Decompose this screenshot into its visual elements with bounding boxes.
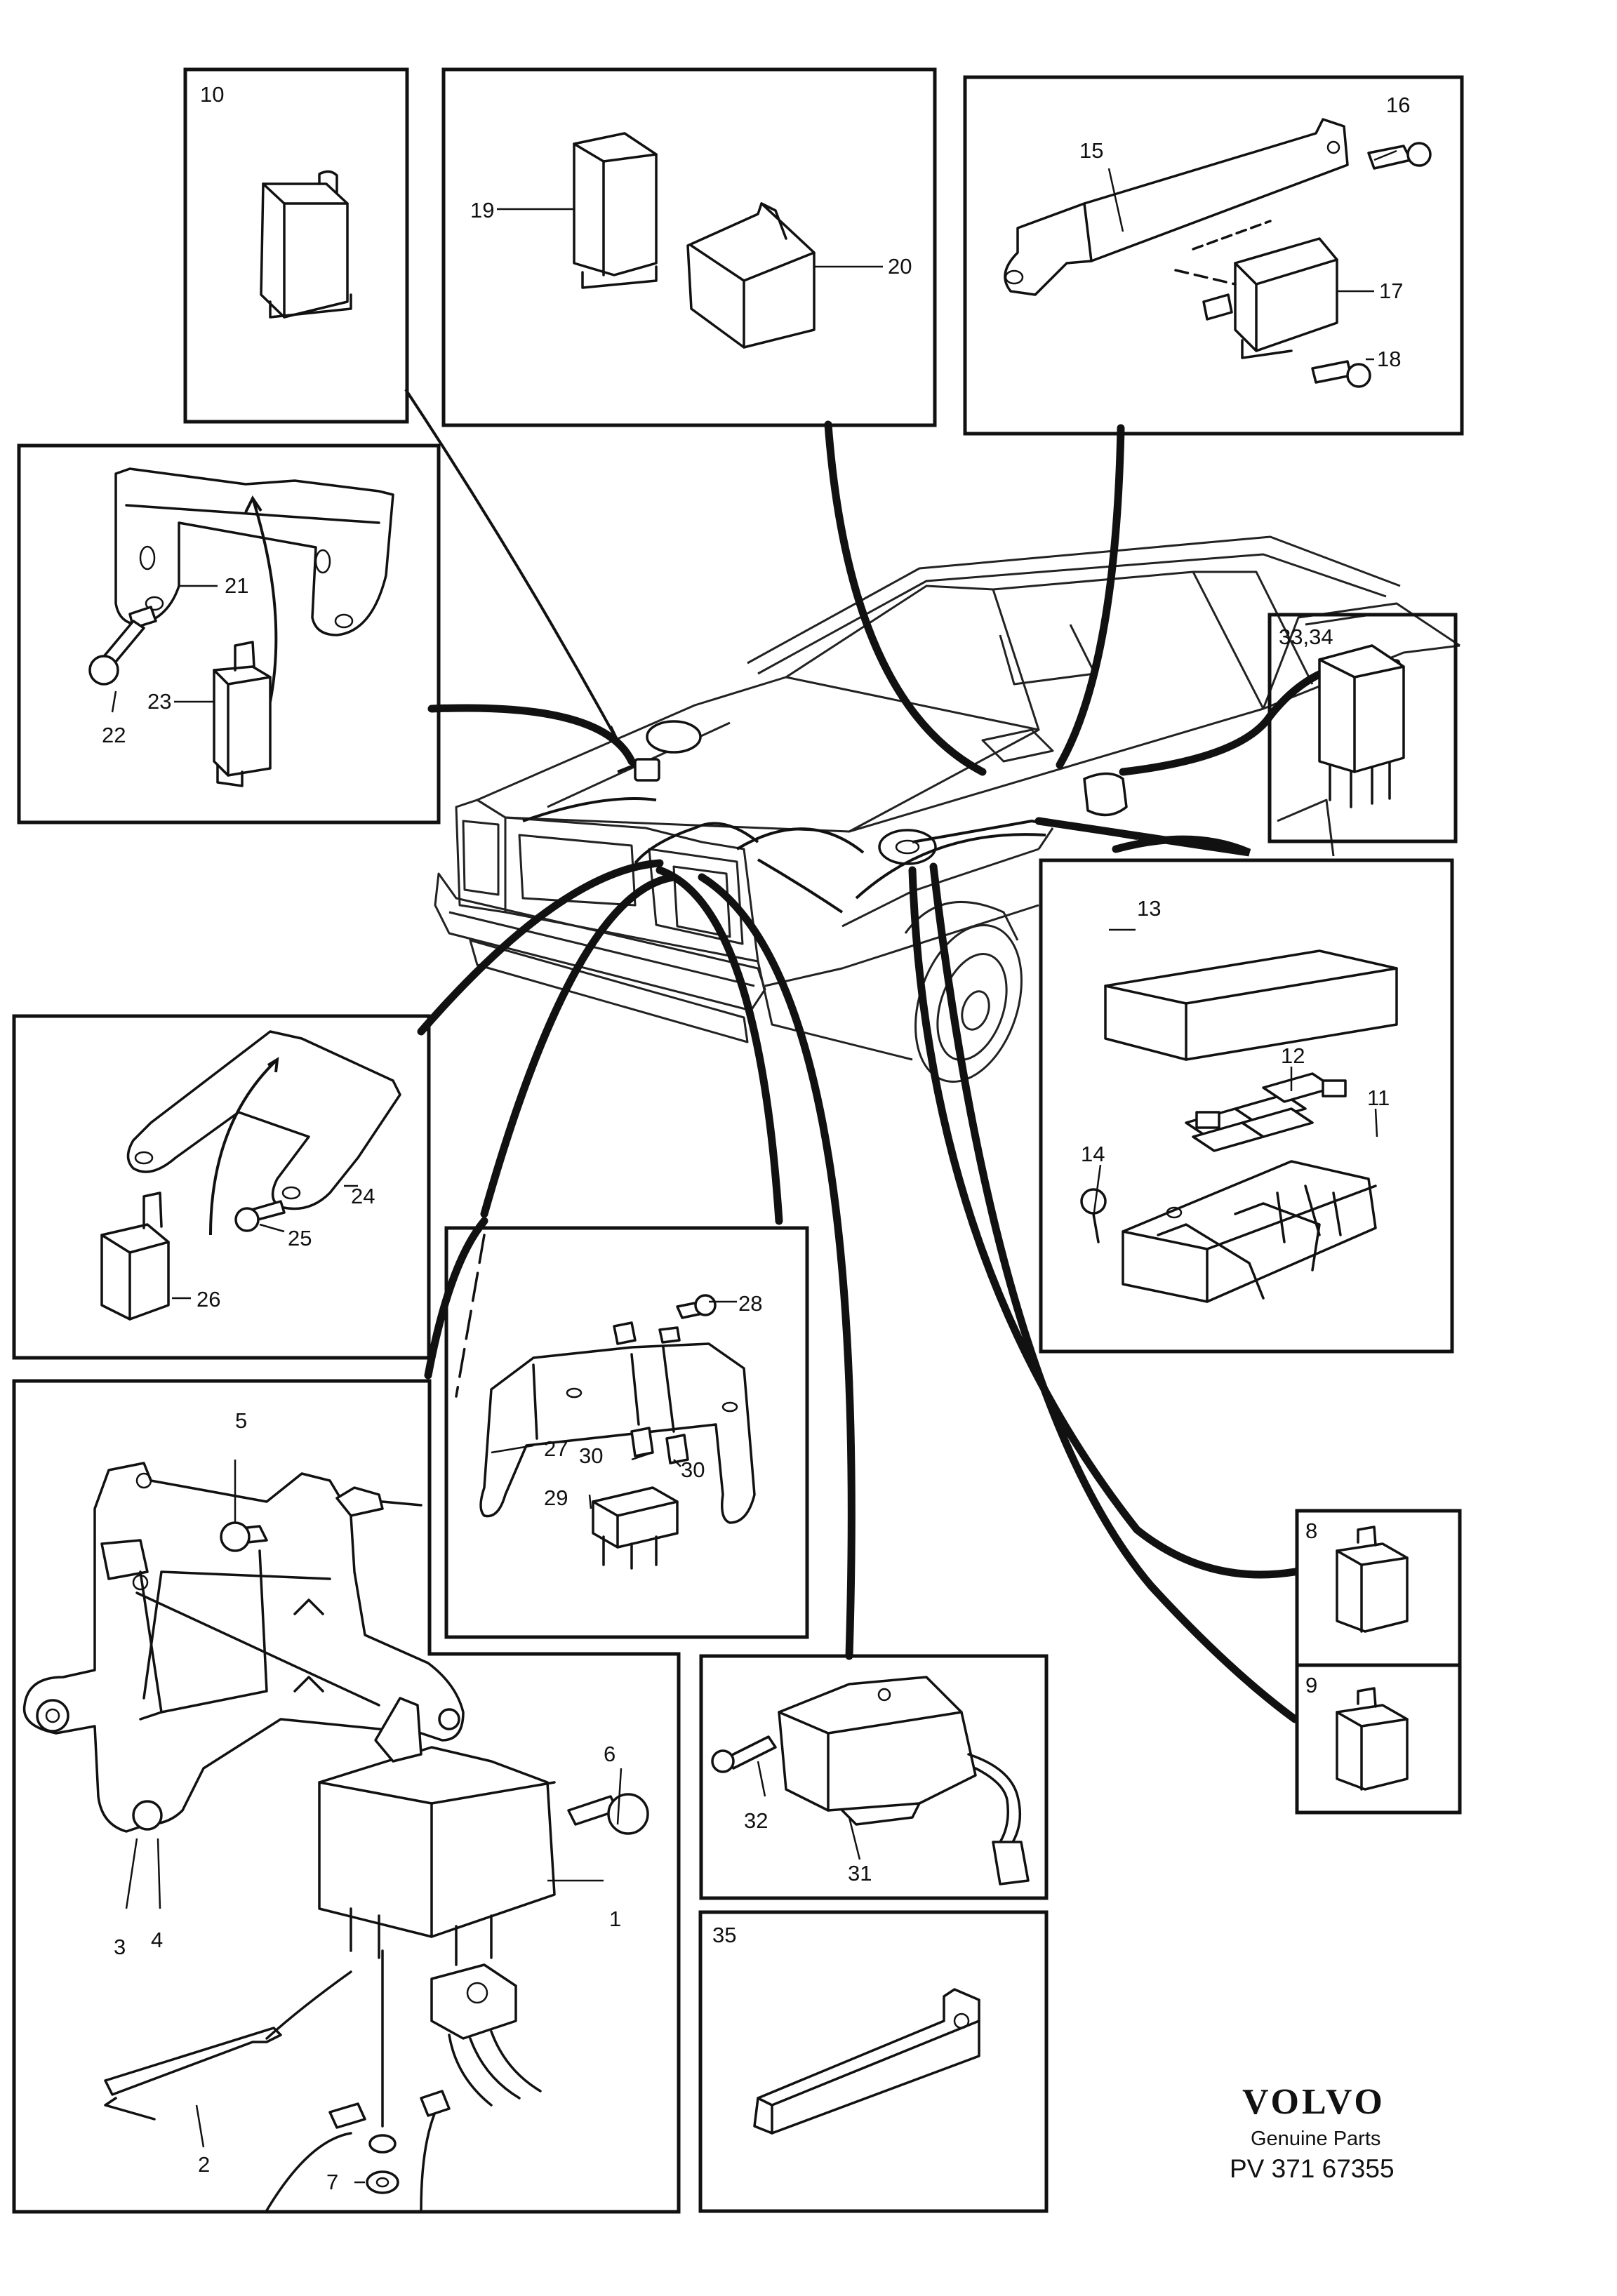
callout-3334: 33,34 (1279, 625, 1333, 649)
callout-1: 1 (609, 1907, 621, 1931)
callout-17: 17 (1379, 279, 1403, 303)
callout-4: 4 (151, 1928, 163, 1952)
callout-8: 8 (1305, 1519, 1317, 1543)
callout-22: 22 (102, 723, 126, 747)
callout-10: 10 (200, 82, 224, 107)
panel-33-34 (1267, 613, 1458, 843)
volvo-logo: VOLVO (1242, 2082, 1385, 2122)
callout-labels: 10 19 20 15 16 17 18 21 23 22 33,34 13 1… (102, 82, 1410, 2194)
fuse-box-11-14-drawing (1080, 949, 1398, 1303)
bracket-24-and-relay-26-drawing (100, 1030, 401, 1321)
callout-27: 27 (544, 1436, 568, 1461)
callout-21: 21 (225, 573, 248, 598)
callout-6: 6 (604, 1742, 615, 1766)
callout-29: 29 (544, 1486, 568, 1510)
callout-35: 35 (712, 1923, 736, 1947)
panel-9 (1295, 1663, 1462, 1815)
genuine-parts-label: Genuine Parts (1251, 2128, 1380, 2150)
callout-26: 26 (197, 1287, 220, 1311)
panel-19-20 (441, 67, 937, 427)
callout-15: 15 (1079, 138, 1103, 163)
bracket-27-and-relay-29-drawing (455, 1234, 756, 1570)
relay-33-34-drawing (1318, 644, 1405, 808)
relay-10-drawing (260, 170, 352, 319)
callout-13: 13 (1137, 896, 1161, 921)
volvo-branding: VOLVO Genuine Parts PV 371 67355 (1230, 2082, 1395, 2183)
document-code: PV 371 67355 (1230, 2154, 1395, 2183)
callout-11: 11 (1367, 1086, 1390, 1110)
panel-21-23 (17, 443, 441, 825)
callout-3: 3 (114, 1935, 126, 1959)
panel-1-7 (12, 1379, 681, 2214)
callout-30b: 30 (681, 1457, 705, 1482)
callout-18: 18 (1377, 347, 1401, 371)
callout-32: 32 (744, 1808, 768, 1833)
bracket-and-relay-1-7-drawing (22, 1462, 649, 2212)
relay-8-drawing (1336, 1526, 1409, 1633)
relay-19-and-holder-20-drawing (573, 132, 816, 349)
callout-7: 7 (326, 2170, 338, 2194)
callout-16: 16 (1386, 93, 1410, 117)
callout-24: 24 (351, 1184, 375, 1208)
callout-31: 31 (848, 1861, 872, 1885)
panel-10 (183, 67, 409, 424)
callout-12: 12 (1281, 1043, 1305, 1068)
panel-15-18 (963, 75, 1464, 436)
callout-2: 2 (198, 2152, 210, 2177)
panel-24-26 (12, 1014, 431, 1360)
callout-20: 20 (888, 254, 912, 279)
callout-23: 23 (147, 689, 171, 714)
callout-leader-lines (111, 149, 1397, 2184)
panel-27-30 (444, 1226, 809, 1639)
relay-9-drawing (1336, 1687, 1409, 1791)
bracket-35-drawing (753, 1988, 980, 2135)
panel-35 (698, 1910, 1049, 2213)
panel-31-32 (699, 1654, 1049, 1900)
callout-28: 28 (738, 1291, 762, 1316)
leader-lines (404, 388, 1401, 1723)
module-31-drawing (711, 1676, 1030, 1885)
callout-9: 9 (1305, 1673, 1317, 1697)
callout-19: 19 (470, 198, 494, 222)
callout-5: 5 (235, 1408, 247, 1433)
bracket-15-and-relay-17-drawing (1004, 118, 1432, 388)
bracket-21-and-relay-23-drawing (88, 467, 394, 787)
panel-11-14 (1039, 858, 1454, 1354)
callout-30a: 30 (579, 1443, 603, 1468)
callout-14: 14 (1081, 1142, 1105, 1166)
callout-25: 25 (288, 1226, 312, 1250)
